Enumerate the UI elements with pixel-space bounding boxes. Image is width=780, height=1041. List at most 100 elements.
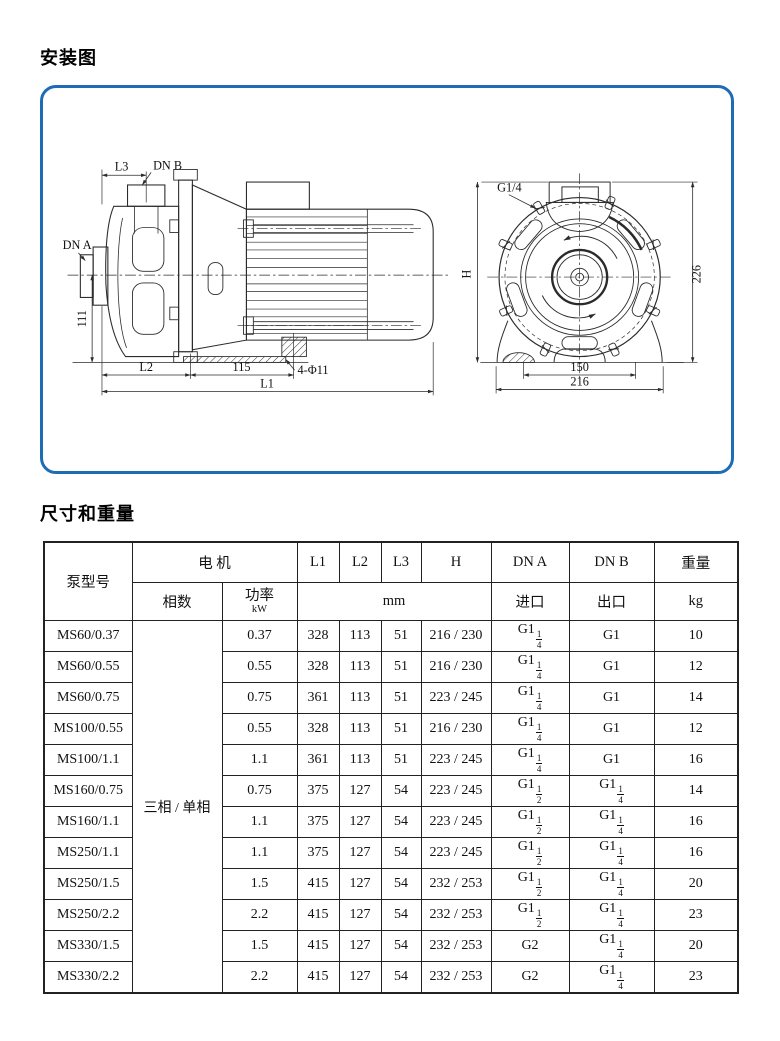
header-dn-a: DN A — [490, 541, 570, 583]
cell-l3: 51 — [380, 744, 422, 776]
cell-weight: 10 — [653, 620, 739, 652]
cell-power: 1.1 — [221, 744, 298, 776]
cell-phase: 三相 / 单相 — [131, 620, 223, 994]
cell-model: MS250/1.1 — [43, 837, 133, 869]
pump-side-view — [67, 169, 448, 396]
dim-label-216: 216 — [570, 375, 588, 389]
cell-power: 0.75 — [221, 682, 298, 714]
cell-h: 223 / 245 — [420, 682, 492, 714]
header-weight: 重量 — [653, 541, 739, 583]
cell-l1: 415 — [296, 961, 340, 994]
header-inlet: 进口 — [490, 582, 570, 621]
cell-power: 1.5 — [221, 868, 298, 900]
cell-h: 223 / 245 — [420, 775, 492, 807]
cell-model: MS330/1.5 — [43, 930, 133, 962]
cell-h: 223 / 245 — [420, 806, 492, 838]
cell-model: MS100/0.55 — [43, 713, 133, 745]
header-l3: L3 — [380, 541, 422, 583]
cell-dn-a: G2 — [490, 930, 570, 962]
cell-weight: 16 — [653, 744, 739, 776]
cell-h: 232 / 253 — [420, 868, 492, 900]
cell-h: 232 / 253 — [420, 930, 492, 962]
cell-h: 216 / 230 — [420, 620, 492, 652]
cell-l3: 51 — [380, 651, 422, 683]
dim-label-4-phi11: 4-Φ11 — [298, 363, 329, 377]
cell-power: 1.5 — [221, 930, 298, 962]
cell-weight: 23 — [653, 961, 739, 994]
cell-model: MS330/2.2 — [43, 961, 133, 994]
cell-l1: 328 — [296, 620, 340, 652]
cell-l3: 54 — [380, 837, 422, 869]
cell-l2: 127 — [338, 775, 382, 807]
cell-l2: 127 — [338, 930, 382, 962]
installation-diagram: L3 DN B DN A 111 L2 115 4-Φ11 L1 — [63, 159, 704, 396]
header-pump-model: 泵型号 — [43, 541, 133, 621]
cell-l3: 54 — [380, 930, 422, 962]
header-power-unit: kW — [251, 603, 268, 615]
header-outlet: 出口 — [568, 582, 655, 621]
cell-h: 232 / 253 — [420, 961, 492, 994]
cell-l2: 127 — [338, 837, 382, 869]
cell-model: MS60/0.75 — [43, 682, 133, 714]
cell-l2: 113 — [338, 682, 382, 714]
cell-h: 223 / 245 — [420, 744, 492, 776]
dim-label-dn-b: DN B — [153, 159, 182, 173]
installation-diagram-box: L3 DN B DN A 111 L2 115 4-Φ11 L1 — [40, 85, 734, 474]
cell-l1: 415 — [296, 868, 340, 900]
cell-l2: 127 — [338, 868, 382, 900]
cell-power: 2.2 — [221, 899, 298, 931]
dim-label-l2: L2 — [139, 360, 153, 374]
cell-weight: 12 — [653, 651, 739, 683]
cell-power: 1.1 — [221, 806, 298, 838]
cell-weight: 14 — [653, 775, 739, 807]
dim-label-dn-a: DN A — [63, 238, 92, 252]
cell-l3: 54 — [380, 961, 422, 994]
dim-label-150: 150 — [570, 360, 588, 374]
cell-h: 223 / 245 — [420, 837, 492, 869]
cell-power: 0.37 — [221, 620, 298, 652]
dim-label-111: 111 — [75, 310, 89, 327]
cell-l1: 361 — [296, 744, 340, 776]
cell-weight: 20 — [653, 930, 739, 962]
header-power-label: 功率 — [245, 587, 274, 604]
cell-model: MS60/0.37 — [43, 620, 133, 652]
header-power: 功率 kW — [221, 582, 298, 621]
cell-l1: 328 — [296, 651, 340, 683]
cell-h: 216 / 230 — [420, 713, 492, 745]
dimensions-weight-table: 泵型号 电 机 L1 L2 L3 H DN A DN B 重量 相数 功率 kW… — [43, 541, 739, 994]
cell-weight: 14 — [653, 682, 739, 714]
header-l1: L1 — [296, 541, 340, 583]
cell-l2: 113 — [338, 620, 382, 652]
cell-l2: 127 — [338, 899, 382, 931]
cell-l3: 51 — [380, 713, 422, 745]
cell-dn-a: G2 — [490, 961, 570, 994]
dim-label-115: 115 — [233, 360, 251, 374]
cell-model: MS250/2.2 — [43, 899, 133, 931]
